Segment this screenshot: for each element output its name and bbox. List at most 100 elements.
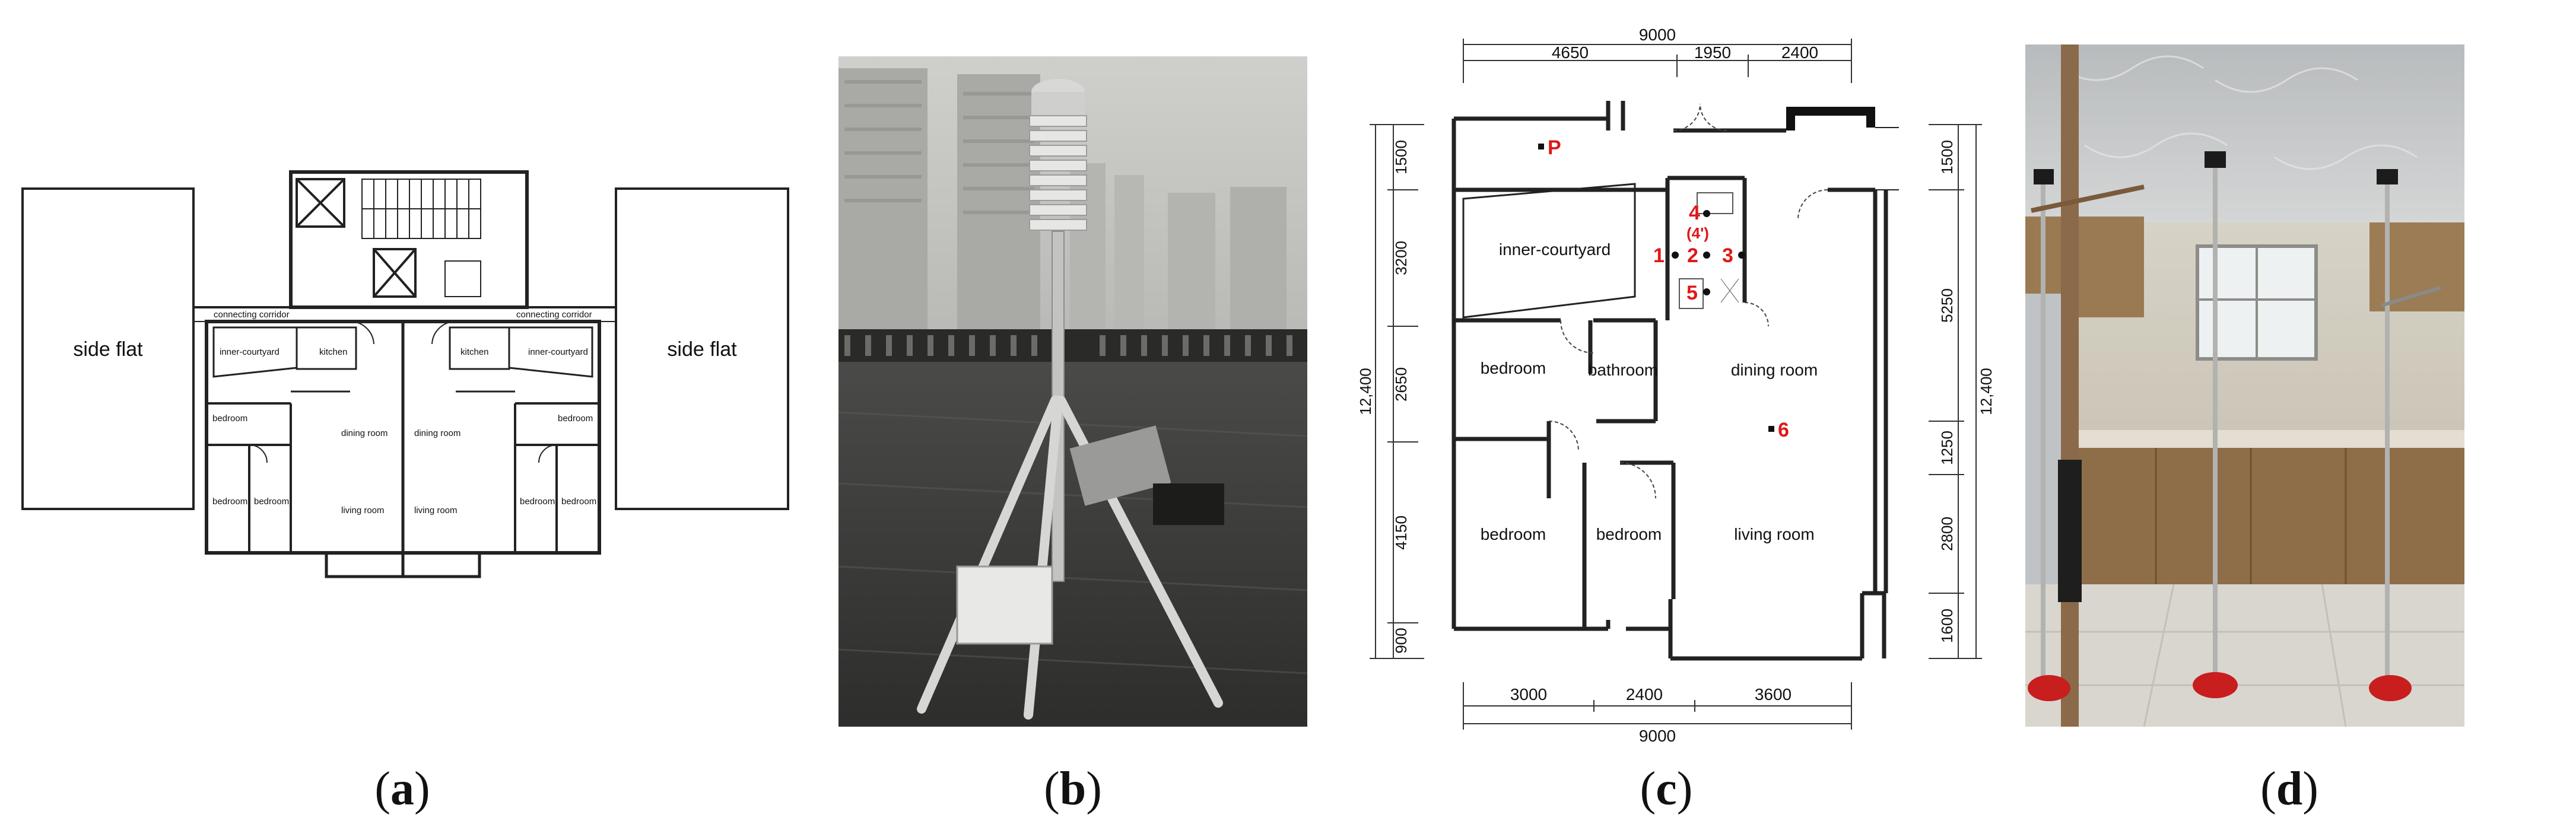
side-flat-right-label: side flat <box>667 338 737 361</box>
walls <box>1451 101 1888 661</box>
room-bedroom-3-label: bedroom <box>1596 525 1662 543</box>
door-swings <box>1548 103 1828 499</box>
bedroom-bl2-label: bedroom <box>254 497 289 507</box>
dim-bottom-2: 2400 <box>1626 685 1663 704</box>
dimension-lines <box>1370 39 1982 730</box>
point-1-label: 1 <box>1653 244 1665 267</box>
equipment-case <box>1153 483 1224 525</box>
panel-b-weather-station-photo <box>838 56 1307 727</box>
point-p-label: P <box>1548 136 1561 159</box>
courtyard-right-label: inner-courtyard <box>528 347 588 357</box>
dim-right-2: 5250 <box>1938 288 1956 323</box>
side-flat-right-box <box>615 187 789 510</box>
countertop <box>2061 430 2464 448</box>
courtyard-wall <box>1462 183 1636 319</box>
point-5-marker <box>1703 288 1710 295</box>
dim-bottom-3: 3600 <box>1755 685 1792 704</box>
bedroom-tl-label: bedroom <box>212 413 247 424</box>
living-left-label: living room <box>341 505 385 515</box>
caption-c: (c) <box>1607 762 1726 816</box>
caption-d: (d) <box>2230 762 2349 816</box>
weather-station-illustration <box>838 56 1307 727</box>
kitchen-right-label: kitchen <box>460 347 489 357</box>
caption-b: (b) <box>1014 762 1132 816</box>
side-flat-left-box <box>21 187 195 510</box>
point-6-label: 6 <box>1778 419 1789 441</box>
elevator-right <box>373 248 417 298</box>
panel-c-apartment-plan: 9000 4650 1950 2400 3000 2400 3600 9000 … <box>1357 18 1995 753</box>
sensor-shield <box>1029 79 1087 231</box>
kitchen-illustration <box>2025 44 2464 727</box>
point-2-label: 2 <box>1687 244 1698 267</box>
dim-left-3: 2650 <box>1392 367 1410 402</box>
sensor-head-middle <box>2205 151 2226 168</box>
upper-cabinet-right <box>2369 222 2464 311</box>
dining-right-label: dining room <box>414 428 460 438</box>
sensor-base-middle <box>2193 672 2238 698</box>
sensor-base-right <box>2369 675 2412 701</box>
dim-left-4: 4150 <box>1392 515 1410 550</box>
room-bathroom-label: bathroom <box>1588 361 1658 379</box>
caption-b-letter: b <box>1059 763 1087 815</box>
caption-a-close: ) <box>414 763 430 815</box>
panel-d-kitchen-sensors-photo <box>2025 44 2464 727</box>
room-living-label: living room <box>1734 525 1814 543</box>
foreground-pole <box>2061 44 2079 727</box>
caption-c-letter: c <box>1656 763 1677 815</box>
dim-left-5: 900 <box>1392 628 1410 653</box>
dim-right-1: 1500 <box>1938 140 1956 174</box>
caption-a-letter: a <box>390 763 414 815</box>
caption-b-open: ( <box>1044 763 1060 815</box>
dim-left-2: 3200 <box>1392 241 1410 275</box>
caption-c-open: ( <box>1640 763 1656 815</box>
caption-a-open: ( <box>374 763 390 815</box>
corridor-right-label: connecting corridor <box>516 310 592 320</box>
laptop <box>1069 425 1171 506</box>
panel-a-building-plan: side flat side flat connecting corridor … <box>18 166 789 581</box>
point-1-marker <box>1672 252 1679 259</box>
room-bedroom-1-label: bedroom <box>1481 359 1546 377</box>
room-courtyard-label: inner-courtyard <box>1499 240 1611 259</box>
point-4-label: 4 <box>1689 202 1700 224</box>
caption-a: (a) <box>343 762 462 816</box>
base-cabinets <box>2061 448 2464 584</box>
point-2-marker <box>1703 252 1710 259</box>
point-6-marker <box>1768 426 1774 432</box>
dim-top-2: 1950 <box>1694 43 1731 62</box>
point-4p-label: (4') <box>1686 224 1709 242</box>
caption-d-open: ( <box>2260 763 2276 815</box>
bedroom-br2-label: bedroom <box>561 497 596 507</box>
dim-right-3: 1250 <box>1938 431 1956 465</box>
point-4-marker <box>1703 210 1710 217</box>
caption-c-close: ) <box>1676 763 1693 815</box>
logger-box <box>956 565 1053 645</box>
dim-top-total: 9000 <box>1639 26 1676 44</box>
point-3-label: 3 <box>1722 244 1733 267</box>
caption-b-close: ) <box>1086 763 1102 815</box>
sensor-stands <box>2041 163 2390 685</box>
point-3-marker <box>1738 252 1745 259</box>
kitchen-sink <box>1697 192 1733 214</box>
staircase <box>361 179 481 239</box>
dim-right-5: 1600 <box>1938 609 1956 643</box>
sensor-base-left <box>2028 675 2070 701</box>
point-5-label: 5 <box>1686 282 1698 304</box>
caption-d-letter: d <box>2276 763 2303 815</box>
building-plan-svg: side flat side flat connecting corridor … <box>21 170 789 578</box>
elevator-left <box>296 178 345 228</box>
sensor-head-right <box>2377 169 2398 184</box>
dim-right-total: 12,400 <box>1977 368 1994 415</box>
dim-bottom-total: 9000 <box>1639 727 1676 745</box>
room-dining-label: dining room <box>1731 361 1818 379</box>
apartment-plan-svg: 9000 4650 1950 2400 3000 2400 3600 9000 … <box>1357 26 1995 745</box>
courtyard-left-label: inner-courtyard <box>220 347 279 357</box>
dim-bottom-1: 3000 <box>1510 685 1547 704</box>
balcony-wall <box>1786 107 1875 131</box>
dim-top-3: 2400 <box>1781 43 1818 62</box>
point-p-marker <box>1538 144 1544 149</box>
bedroom-br1-label: bedroom <box>520 497 555 507</box>
corridor-left-label: connecting corridor <box>214 310 290 320</box>
dim-left-total: 12,400 <box>1359 368 1374 415</box>
sensor-head-left <box>2034 169 2054 184</box>
side-flat-left-label: side flat <box>73 338 143 361</box>
